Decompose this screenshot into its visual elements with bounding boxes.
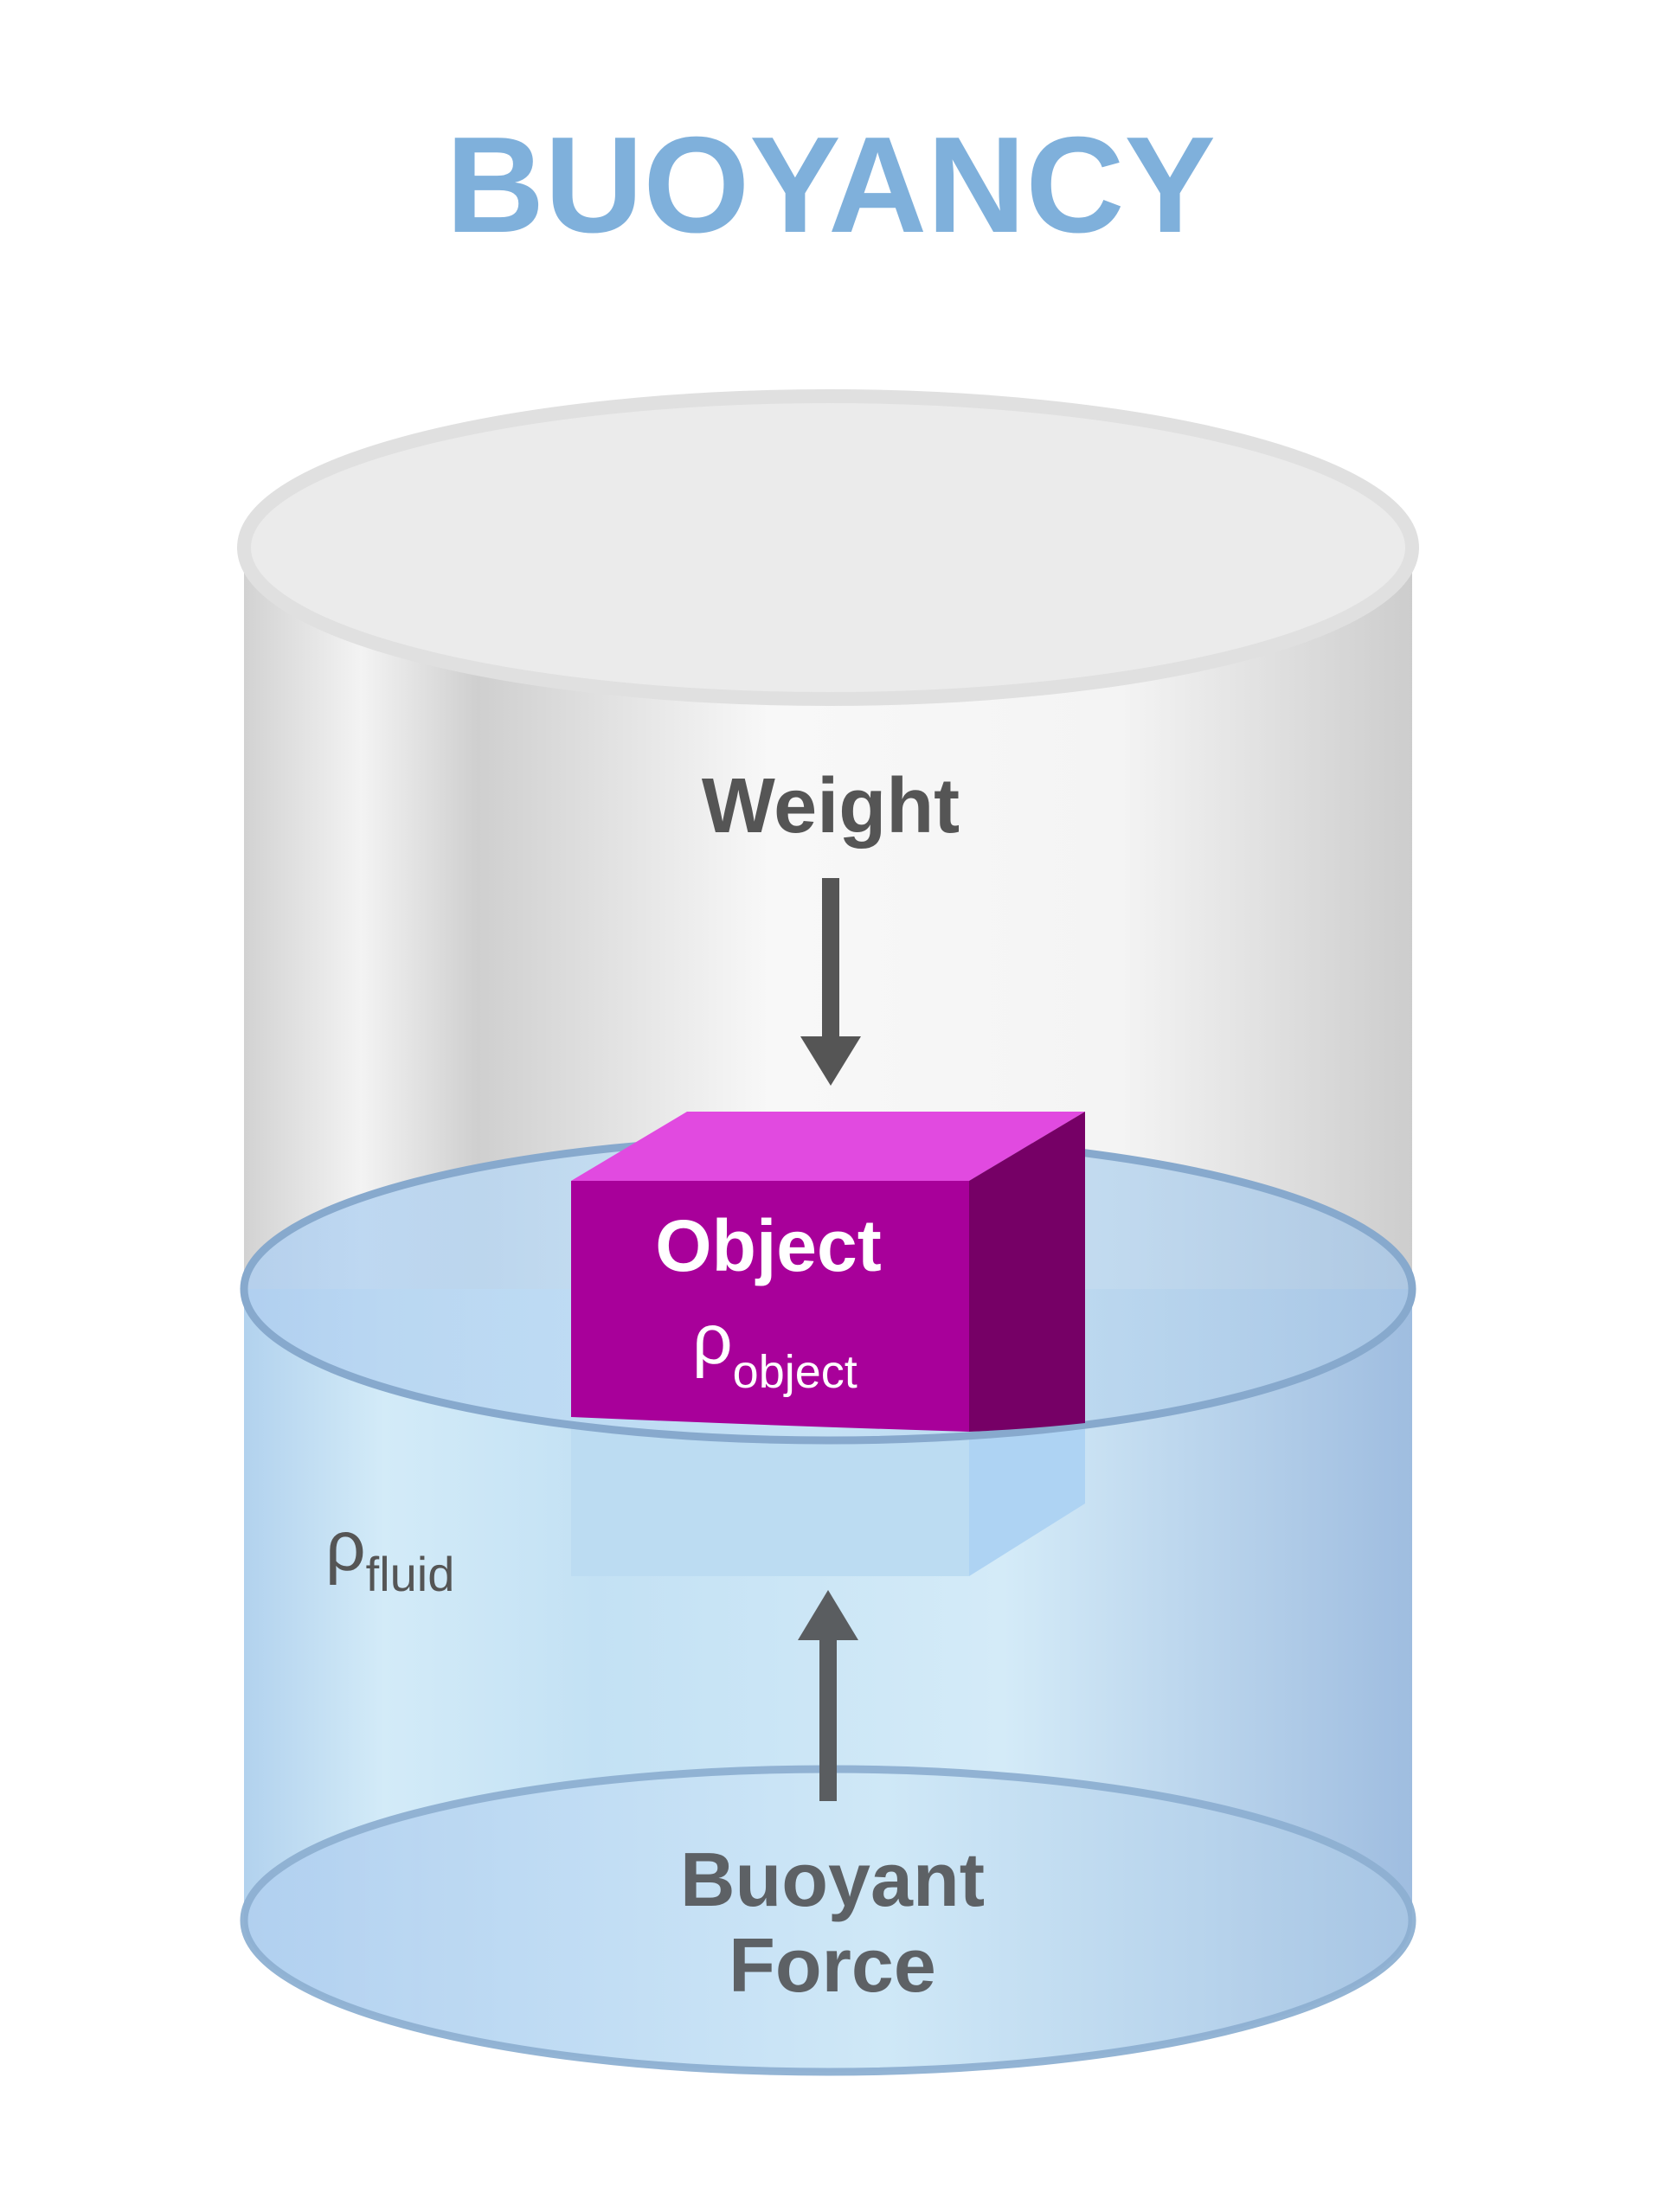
- object-side-face: [969, 1112, 1085, 1432]
- weight-arrow-head: [800, 1036, 861, 1086]
- fluid-density-symbol: ρ: [325, 1507, 366, 1586]
- buoyant-arrow-head: [798, 1590, 858, 1640]
- object-top-face: [571, 1112, 1085, 1181]
- weight-arrow-shaft: [822, 878, 839, 1047]
- diagram-title: BUOYANCY: [446, 109, 1216, 261]
- object-density-symbol: ρ: [692, 1300, 733, 1379]
- container-top-rim: [237, 389, 1419, 706]
- object-density-label: ρobject: [692, 1300, 857, 1398]
- weight-label: Weight: [702, 763, 960, 850]
- object-density-subscript: object: [733, 1346, 857, 1398]
- object-front-face: [571, 1181, 969, 1432]
- buoyant-force-label-line1: Buoyant: [680, 1837, 985, 1922]
- fluid-density-subscript: fluid: [366, 1547, 455, 1601]
- fluid-density-label: ρfluid: [325, 1507, 454, 1601]
- buoyant-arrow-shaft: [819, 1635, 837, 1801]
- buoyant-force-label-line2: Force: [729, 1922, 936, 2008]
- object-label: Object: [655, 1205, 881, 1286]
- object-submerged-front: [571, 1419, 969, 1576]
